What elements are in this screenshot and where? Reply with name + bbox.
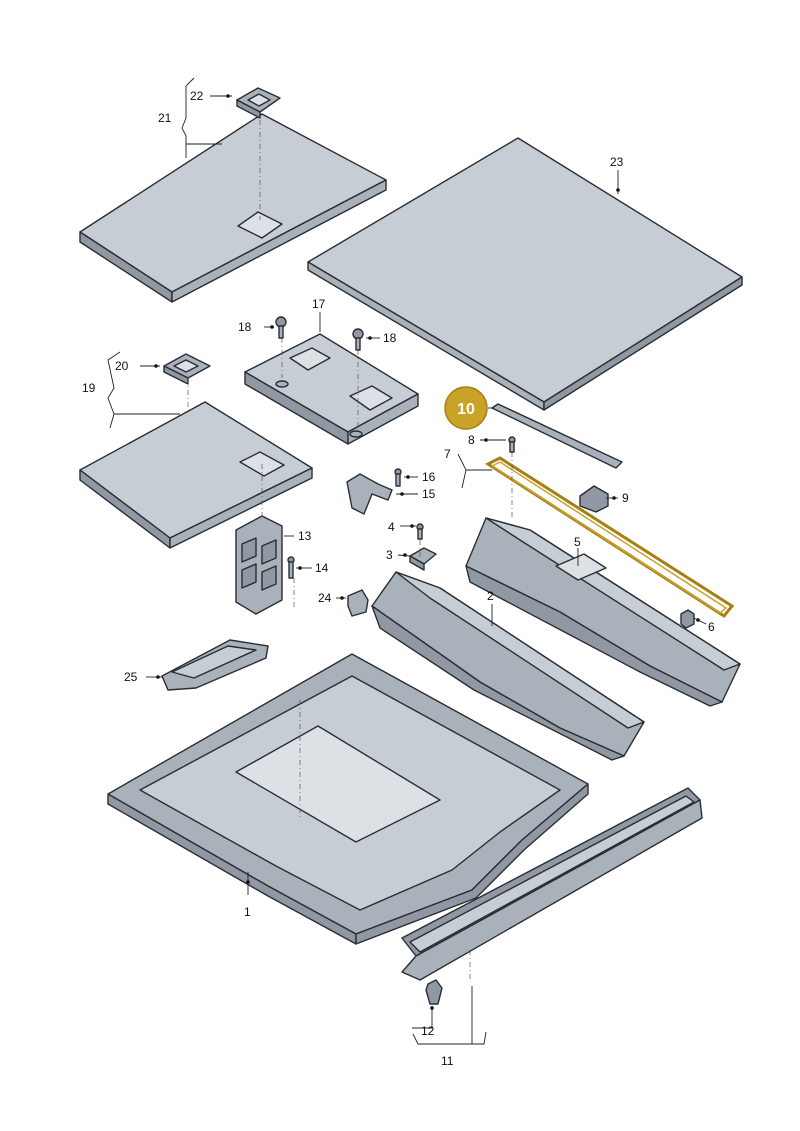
label-1: 1 [244, 905, 251, 919]
part-16-bolt[interactable] [394, 468, 402, 487]
part-21-cover-panel[interactable] [79, 113, 387, 303]
part-4-screw[interactable] [416, 523, 424, 540]
label-14: 14 [315, 561, 329, 575]
label-23: 23 [610, 155, 624, 169]
label-4: 4 [388, 520, 395, 534]
label-15: 15 [422, 487, 436, 501]
label-2: 2 [487, 589, 494, 603]
part-7-rod[interactable] [491, 403, 623, 469]
leader-lines [107, 77, 707, 1045]
label-10: 10 [457, 401, 475, 418]
highlight-badge-10[interactable] [444, 386, 488, 430]
part-19-cover-panel[interactable] [79, 401, 313, 549]
part-22-handle[interactable] [236, 87, 281, 119]
label-19: 19 [82, 381, 96, 395]
label-18a: 18 [238, 320, 252, 334]
part-12-clip[interactable] [425, 979, 443, 1005]
part-23-floor-panel[interactable] [307, 137, 743, 411]
label-24: 24 [318, 591, 332, 605]
part-18-bolt-left[interactable] [275, 316, 287, 339]
part-25-trim[interactable] [161, 639, 269, 691]
part-9-latch[interactable] [579, 485, 609, 513]
label-20: 20 [115, 359, 129, 373]
label-3: 3 [386, 548, 393, 562]
part-10-seal[interactable] [484, 456, 735, 618]
label-22: 22 [190, 89, 204, 103]
part-11-sill-panel[interactable] [401, 787, 703, 981]
part-labels: 1 2 3 4 5 6 7 8 9 10 11 12 13 14 15 16 1… [82, 89, 715, 1068]
part-3-clip[interactable] [409, 547, 437, 571]
part-18-bolt-right[interactable] [352, 328, 364, 351]
part-2-side-trim[interactable] [371, 571, 645, 761]
part-13-support-frame[interactable] [235, 515, 283, 615]
label-21: 21 [158, 111, 172, 125]
label-12: 12 [421, 1024, 435, 1038]
part-14-screw[interactable] [287, 556, 295, 579]
part-20-handle[interactable] [163, 353, 211, 385]
assembly-guides [187, 120, 513, 980]
label-5: 5 [574, 535, 581, 549]
label-11: 11 [441, 1054, 454, 1068]
label-16: 16 [422, 470, 436, 484]
part-15-bracket[interactable] [346, 473, 393, 515]
label-18b: 18 [383, 331, 397, 345]
label-8: 8 [468, 433, 475, 447]
part-17-mounting-plate[interactable] [244, 333, 419, 445]
part-5-side-trim[interactable] [465, 517, 741, 707]
part-1-floor-tub[interactable] [107, 653, 589, 945]
label-13: 13 [298, 529, 312, 543]
part-24-cap[interactable] [347, 589, 369, 617]
label-6: 6 [708, 620, 715, 634]
label-9: 9 [622, 491, 629, 505]
part-6-clip[interactable] [680, 609, 695, 629]
label-25: 25 [124, 670, 138, 684]
label-7: 7 [444, 447, 451, 461]
label-17: 17 [312, 297, 326, 311]
part-8-screw[interactable] [508, 436, 516, 453]
